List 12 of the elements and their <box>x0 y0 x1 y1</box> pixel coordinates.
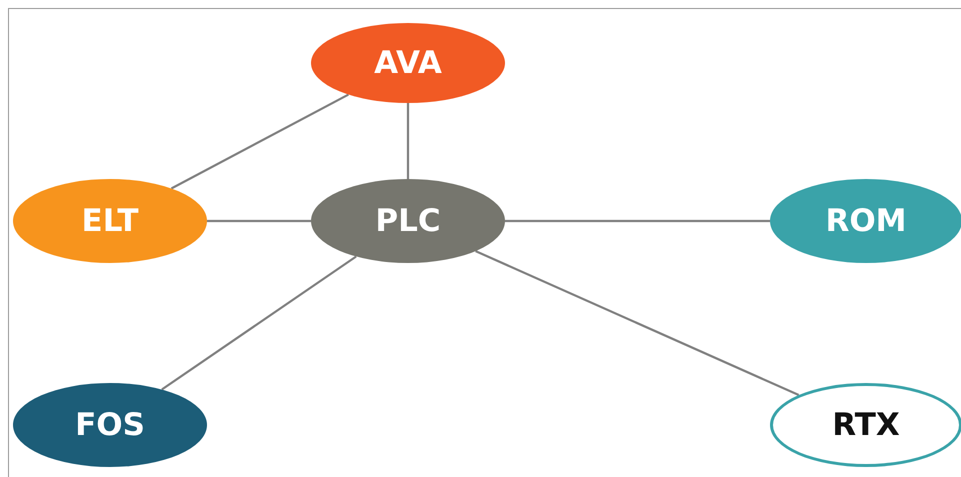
node-label: ELT <box>82 203 138 239</box>
connector-line <box>406 103 410 179</box>
node-label: RTX <box>832 407 900 443</box>
node-label: PLC <box>375 203 441 239</box>
connector-line <box>475 250 800 396</box>
node-label: FOS <box>75 407 145 443</box>
connector-line <box>505 220 770 222</box>
connector-line <box>170 94 349 190</box>
connector-line <box>207 220 311 222</box>
connector-line <box>161 256 357 390</box>
node-label: ROM <box>825 203 907 239</box>
node-label: AVA <box>374 45 442 81</box>
